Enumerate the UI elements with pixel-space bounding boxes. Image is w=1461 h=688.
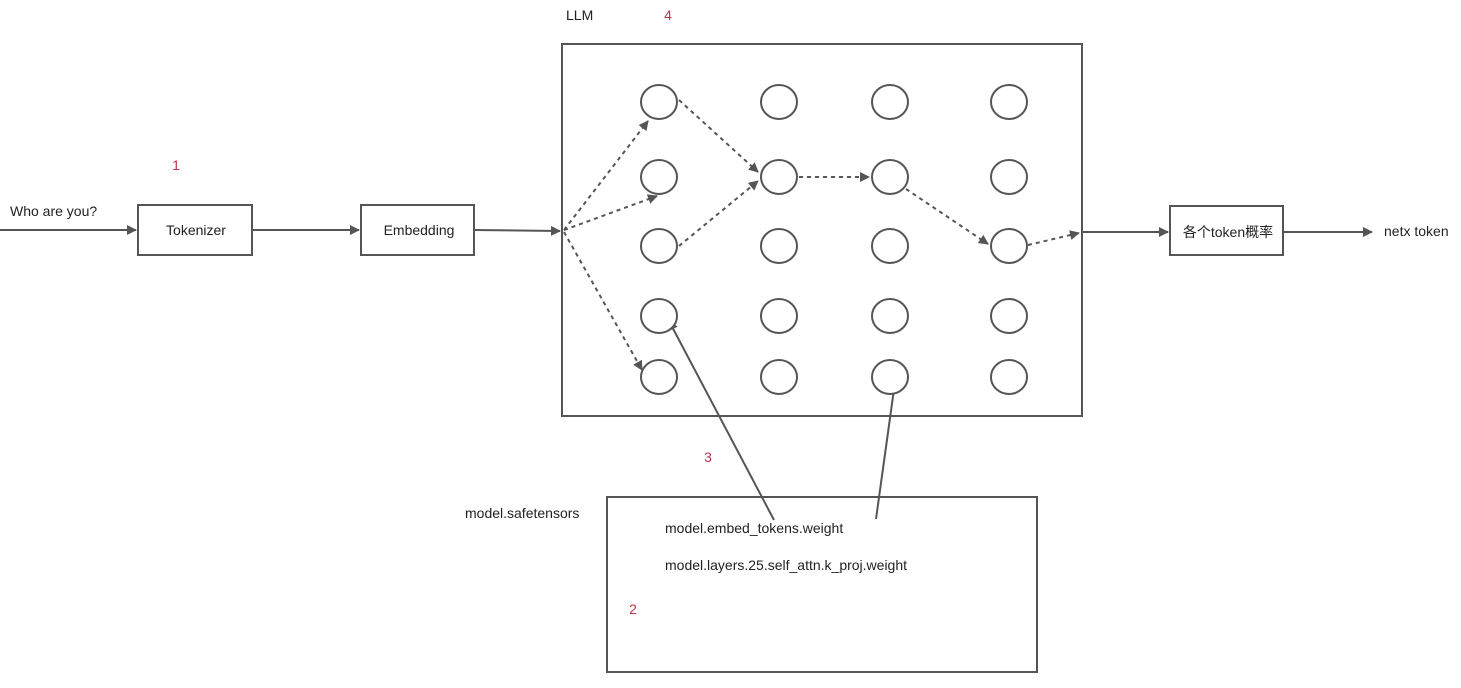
neuron-node-r3-c1 [640,228,678,264]
neuron-node-r4-c4 [990,298,1028,334]
safetensors-box [606,496,1038,673]
dashed-path-to-node-1-1 [563,120,649,231]
input-text: Who are you? [10,203,97,219]
token-probs-box [1169,205,1284,256]
embedding-box [360,204,475,256]
tokenizer-box [137,204,253,256]
k-proj-weight-label: model.layers.25.self_attn.k_proj.weight [665,557,907,573]
embed-tokens-weight-label: model.embed_tokens.weight [665,520,843,536]
step-marker-1: 1 [172,157,180,173]
neuron-node-r1-c2 [760,84,798,120]
neuron-node-r2-c1 [640,159,678,195]
neuron-node-r1-c3 [871,84,909,120]
embedding-to-llm-arrow [473,225,561,236]
neuron-node-r5-c3 [871,359,909,395]
neuron-node-r5-c1 [640,359,678,395]
neuron-node-r2-c2 [760,159,798,195]
neuron-node-r4-c2 [760,298,798,334]
embed-weight-arrow [668,320,775,521]
output-text: netx token [1384,223,1449,239]
dashed-path-to-node-5-1 [563,231,643,371]
embedding-label: Embedding [384,222,455,238]
neuron-node-r3-c2 [760,228,798,264]
neuron-node-r1-c1 [640,84,678,120]
tokenizer-label: Tokenizer [166,222,226,238]
neuron-node-r2-c4 [990,159,1028,195]
step-marker-4: 4 [664,7,672,23]
llm-label: LLM [566,7,593,23]
dashed-path-node-3-1-to-2-2 [678,180,759,247]
dashed-path-node-2-3-to-3-4 [905,188,989,245]
step-marker-2: 2 [629,601,637,617]
neuron-node-r1-c4 [990,84,1028,120]
neuron-node-r5-c2 [760,359,798,395]
k-proj-weight-arrow [875,381,899,520]
neuron-node-r4-c3 [871,298,909,334]
neuron-node-r5-c4 [990,359,1028,395]
token-probs-label: 各个token概率 [1183,224,1273,240]
safetensors-label: model.safetensors [465,505,579,521]
neuron-node-r3-c4 [990,228,1028,264]
neuron-grid [640,84,1028,395]
dashed-path-to-node-2-1 [563,194,658,231]
neuron-node-r4-c1 [640,298,678,334]
neuron-node-r3-c3 [871,228,909,264]
dashed-path-node-3-4-to-output [1027,230,1080,246]
neuron-node-r2-c3 [871,159,909,195]
dashed-path-node-1-1-to-2-2 [678,99,759,173]
step-marker-3: 3 [704,449,712,465]
